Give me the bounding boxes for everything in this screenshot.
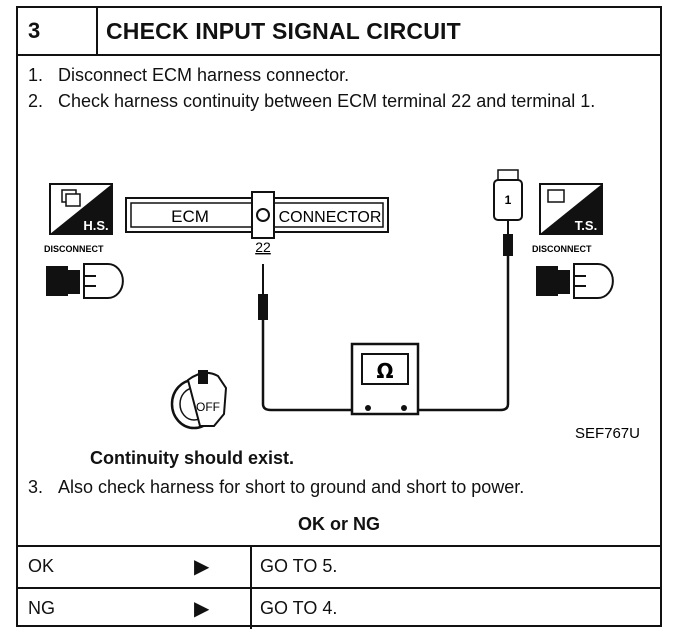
result-action: GO TO 5. bbox=[260, 556, 338, 576]
ohmmeter: Ω bbox=[350, 342, 420, 416]
step-number: 3 bbox=[18, 8, 98, 54]
result-code: NG bbox=[28, 598, 55, 618]
step-header: 3 CHECK INPUT SIGNAL CIRCUIT bbox=[18, 8, 660, 56]
result-row-ng: NG ▶ GO TO 4. bbox=[18, 587, 660, 629]
ts-label: T.S. bbox=[575, 218, 597, 233]
procedure-box: 3 CHECK INPUT SIGNAL CIRCUIT 1. Disconne… bbox=[16, 6, 662, 629]
ohm-symbol: Ω bbox=[376, 359, 393, 383]
instruction-2: 2. Check harness continuity between ECM … bbox=[28, 90, 628, 140]
row-divider bbox=[250, 547, 252, 587]
terminal-22-label: 22 bbox=[255, 239, 271, 255]
ignition-key-icon: OFF bbox=[170, 370, 228, 430]
step-title: CHECK INPUT SIGNAL CIRCUIT bbox=[106, 18, 461, 44]
result-action: GO TO 4. bbox=[260, 598, 338, 618]
disconnect-label-right: DISCONNECT bbox=[532, 244, 592, 254]
disconnect-icon-right bbox=[536, 263, 614, 299]
instruction-text: Disconnect ECM harness connector. bbox=[58, 65, 350, 85]
instruction-text: Also check harness for short to ground a… bbox=[58, 477, 525, 497]
instruction-text: Check harness continuity between ECM ter… bbox=[58, 91, 596, 111]
figure-code: SEF767U bbox=[575, 425, 640, 442]
instruction-number: 2. bbox=[28, 91, 44, 111]
probe-left bbox=[258, 264, 367, 412]
probe-right bbox=[418, 220, 513, 412]
key-off-label: OFF bbox=[196, 400, 220, 414]
result-code: OK bbox=[28, 556, 55, 576]
instruction-number: 1. bbox=[28, 65, 44, 85]
disconnect-icon-left bbox=[46, 263, 124, 299]
disconnect-label-left: DISCONNECT bbox=[44, 244, 104, 254]
arrow-right-icon: ▶ bbox=[194, 598, 210, 620]
ecm-label: ECM bbox=[171, 207, 209, 226]
harness-side-icon: H.S. bbox=[49, 183, 113, 235]
instruction-number: 3. bbox=[28, 477, 44, 497]
terminal-side-icon: T.S. bbox=[539, 183, 603, 235]
arrow-right-icon: ▶ bbox=[194, 556, 210, 578]
terminal-1-label: 1 bbox=[505, 193, 512, 207]
continuity-test-diagram: H.S. DISCONNECT ECM CONNECTOR 22 bbox=[44, 169, 640, 442]
connector-label: CONNECTOR bbox=[279, 209, 382, 226]
row-divider bbox=[250, 589, 252, 629]
hs-label: H.S. bbox=[83, 218, 108, 233]
ecm-connector: ECM CONNECTOR bbox=[125, 191, 389, 239]
ok-ng-heading: OK or NG bbox=[297, 514, 380, 534]
continuity-note: Continuity should exist. bbox=[90, 448, 295, 468]
sensor-connector: 1 bbox=[493, 169, 523, 221]
result-row-ok: OK ▶ GO TO 5. bbox=[18, 545, 660, 587]
